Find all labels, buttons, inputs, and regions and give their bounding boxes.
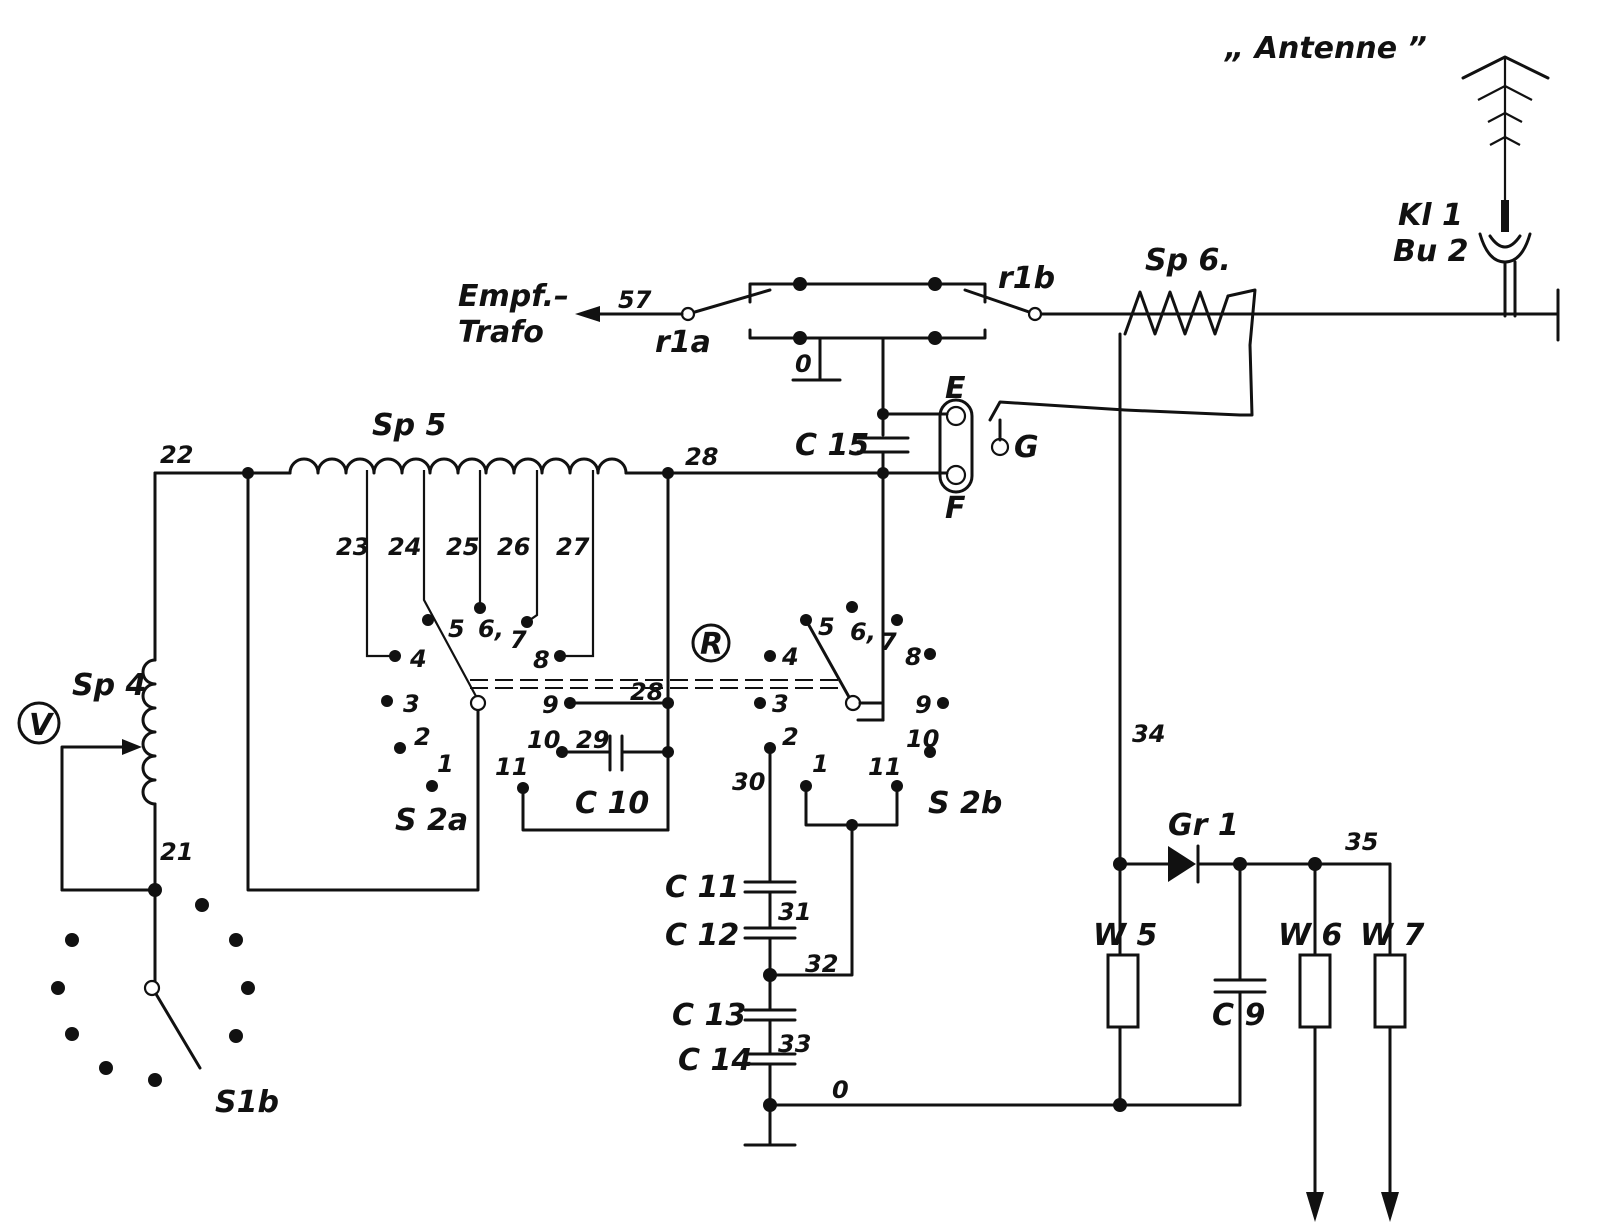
detector-section — [1106, 844, 1407, 1222]
s2b-pos-8: 8 — [905, 643, 922, 671]
s2a-pos-1: 1 — [437, 750, 454, 778]
empf-label: Empf.– — [458, 279, 569, 314]
ground-0-bottom: 0 — [832, 1076, 849, 1104]
s2a-pos-11: 11 — [495, 753, 528, 781]
capacitor-ladder — [743, 746, 797, 1147]
s2b-pos-5: 5 — [818, 613, 835, 641]
s2b-pos-3: 3 — [772, 690, 789, 718]
node-23: 23 — [336, 533, 369, 561]
w5-label: W 5 — [1093, 918, 1157, 953]
s2a-label: S 2a — [395, 803, 468, 838]
node-35: 35 — [1345, 828, 1378, 856]
node-28-mid: 28 — [630, 678, 663, 706]
s1b-label: S1b — [215, 1085, 279, 1120]
s1b-switch — [51, 898, 255, 1087]
node-33: 33 — [778, 1030, 811, 1058]
g-label: G — [1014, 430, 1039, 465]
s2a-pos-2: 2 — [414, 723, 431, 751]
kl1-label: Kl 1 — [1398, 198, 1463, 233]
s2a-pos-6: 6, — [478, 615, 504, 643]
r1a-label: r1a — [655, 325, 711, 360]
ef-terminal-block — [881, 398, 1010, 494]
c13-label: C 13 — [672, 998, 746, 1033]
r-marker — [691, 623, 731, 663]
s2a-pos-10: 10 — [527, 726, 560, 754]
node-24: 24 — [388, 533, 421, 561]
s2a-switch — [246, 471, 674, 892]
gr1-label: Gr 1 — [1168, 808, 1239, 843]
s2b-pos-6: 6, — [850, 618, 876, 646]
c10-label: C 10 — [575, 786, 649, 821]
w6-label: W 6 — [1278, 918, 1342, 953]
node-34: 34 — [1132, 720, 1165, 748]
sp4-coil — [17, 471, 162, 987]
s2a-pos-5: 5 — [448, 615, 465, 643]
c9-label: C 9 — [1212, 998, 1265, 1033]
node-57: 57 — [618, 286, 652, 314]
sp5-label: Sp 5 — [372, 408, 446, 443]
node-28-top: 28 — [685, 443, 718, 471]
ground-0-top: 0 — [795, 350, 812, 378]
sp4-label: Sp 4 — [72, 668, 146, 703]
node-32: 32 — [805, 950, 838, 978]
s2a-pos-4: 4 — [409, 645, 427, 673]
node-22: 22 — [160, 441, 193, 469]
s2b-pos-9: 9 — [915, 691, 932, 719]
s2b-pos-4: 4 — [781, 643, 799, 671]
relay-r1 — [575, 277, 1043, 437]
s2b-switch — [754, 601, 949, 977]
s2a-pos-7: 7 — [510, 626, 527, 654]
r1b-label: r1b — [998, 261, 1055, 296]
f-label: F — [945, 491, 966, 526]
sp5-coil — [153, 457, 885, 701]
s2b-pos-7: 7 — [880, 628, 897, 656]
node-21: 21 — [160, 838, 193, 866]
antenna-symbol — [1461, 55, 1560, 342]
s2a-pos-8: 8 — [533, 646, 550, 674]
node-26: 26 — [497, 533, 530, 561]
node-29: 29 — [576, 726, 609, 754]
node-30: 30 — [732, 768, 765, 796]
c11-label: C 11 — [665, 870, 739, 905]
s2b-pos-1: 1 — [812, 750, 829, 778]
trafo-label: Trafo — [458, 315, 544, 350]
bu2-label: Bu 2 — [1393, 234, 1469, 269]
node-25: 25 — [446, 533, 479, 561]
s2b-pos-10: 10 — [906, 725, 939, 753]
s2b-label: S 2b — [928, 786, 1002, 821]
c12-label: C 12 — [665, 918, 739, 953]
sp6-label: Sp 6. — [1145, 243, 1231, 278]
r-label: R — [700, 627, 723, 662]
antenna-label: „ Antenne ” — [1223, 31, 1427, 66]
s2b-pos-2: 2 — [782, 723, 799, 751]
c14-label: C 14 — [678, 1043, 752, 1078]
s2b-pos-11: 11 — [868, 753, 901, 781]
node-27: 27 — [556, 533, 590, 561]
s2a-pos-3: 3 — [403, 690, 420, 718]
s2a-pos-9: 9 — [542, 691, 559, 719]
w7-label: W 7 — [1360, 918, 1425, 953]
c15-label: C 15 — [795, 428, 869, 463]
node-31: 31 — [778, 898, 811, 926]
v-meter-label: V — [29, 708, 55, 743]
e-label: E — [945, 371, 966, 406]
